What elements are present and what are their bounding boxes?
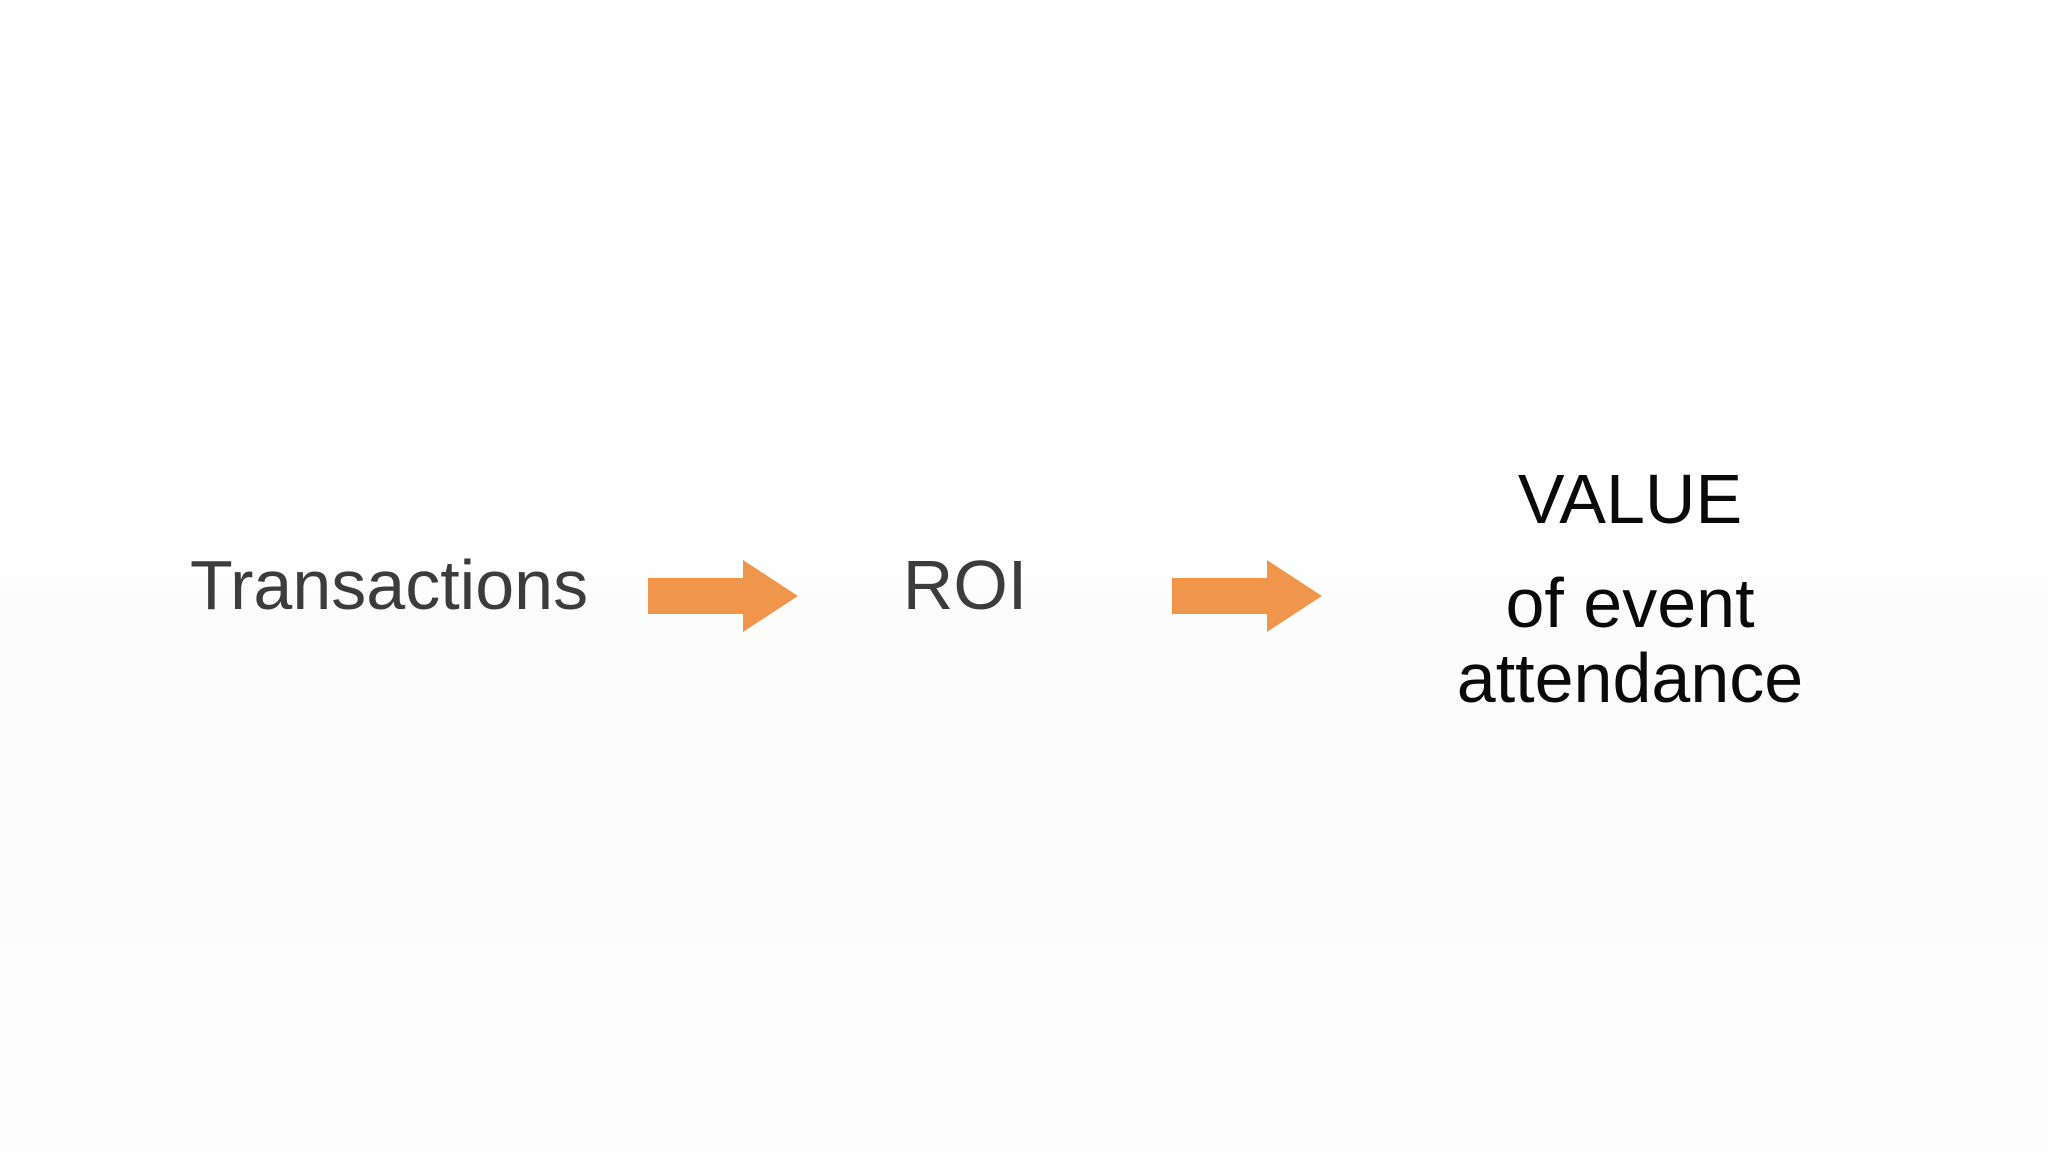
- transactions-label: Transactions: [189, 546, 589, 624]
- value-subtitle: of event attendance: [1456, 564, 1804, 717]
- right-arrow-shape: [648, 560, 798, 632]
- value-title: VALUE: [1517, 460, 1743, 538]
- right-arrow-icon: [648, 560, 798, 632]
- roi-label: ROI: [902, 546, 1028, 624]
- value-block: VALUE of event attendance: [1430, 464, 1830, 716]
- right-arrow-shape: [1172, 560, 1322, 632]
- right-arrow-icon: [1172, 560, 1322, 632]
